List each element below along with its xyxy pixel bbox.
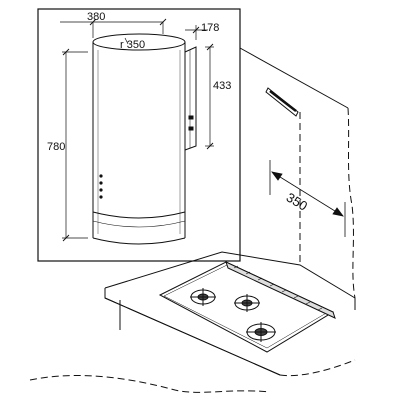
control-button: [99, 181, 103, 185]
kitchen-wall: [239, 47, 356, 299]
control-button: [99, 188, 103, 192]
hood-height-label: 780: [47, 141, 65, 153]
burner: [246, 322, 276, 342]
wall-depth-label: 178: [201, 22, 219, 34]
countertop: [29, 251, 356, 393]
hood-radius-label: r 350: [120, 39, 145, 51]
control-button: [99, 174, 103, 178]
control-button: [99, 195, 103, 199]
dimension-ticks: [62, 18, 214, 242]
cooktop-burners: [190, 288, 276, 342]
bracket-height-label: 433: [213, 80, 231, 92]
cylindrical-hood: [92, 33, 186, 245]
wall-distance-dimension: [269, 160, 346, 237]
wall-bracket: [184, 46, 197, 151]
gas-cooktop: [158, 261, 336, 353]
hood-detail-frame: [37, 8, 241, 262]
dimension-lines: [60, 21, 214, 239]
hood-width-label: 380: [87, 11, 105, 23]
wall-mounting-bracket: [265, 87, 299, 117]
burner: [190, 288, 216, 306]
burner: [234, 294, 260, 312]
hood-control-buttons: [99, 174, 103, 199]
